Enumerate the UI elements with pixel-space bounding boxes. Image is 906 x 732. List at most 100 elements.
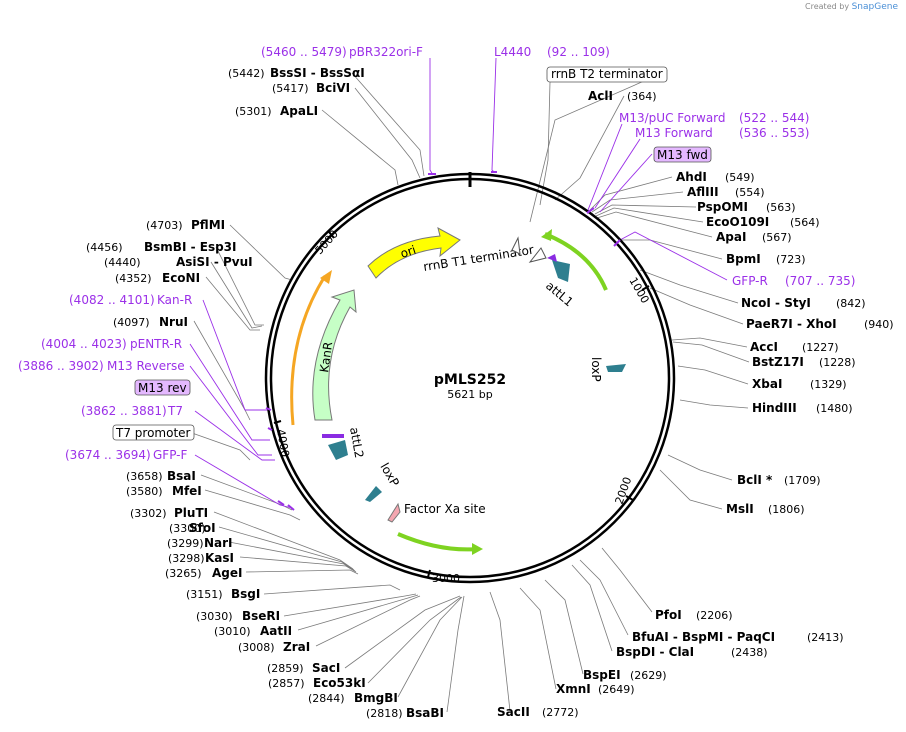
sites-left-group: (3265)AgeI(3298)KasI(3299)NarI(3300)SfoI… [86, 66, 365, 580]
primer-l4440-pos: (92 .. 109) [547, 45, 610, 59]
site-name: HindIII [752, 401, 797, 415]
site-name: BclI * [737, 473, 773, 487]
kanr-label: KanR [317, 341, 335, 374]
site-position: (2772) [542, 706, 579, 719]
restriction-site-left-1: (3298)KasI [168, 551, 234, 565]
restriction-site-bottom-2: BspDI - ClaI(2438) [616, 645, 768, 659]
restriction-site-left-2: (3299)NarI [167, 536, 233, 550]
site-position: (4440) [104, 256, 141, 269]
site-position: (3265) [165, 567, 202, 580]
site-position: (4703) [146, 219, 183, 232]
site-position: (3030) [196, 610, 233, 623]
tick-label-5000: 5000 [313, 228, 341, 258]
site-name: KasI [205, 551, 234, 565]
attl1-label: attL1 [543, 279, 576, 310]
site-position: (4456) [86, 241, 123, 254]
m13-fwd-box-label: M13 fwd [657, 148, 708, 162]
site-name: BseRI [242, 609, 280, 623]
restriction-site-right-0: AclI(364) [588, 89, 657, 103]
restriction-site-left-4: (3302)PluTI [130, 506, 208, 520]
site-position: (1227) [802, 341, 839, 354]
factor-xa-label: Factor Xa site [404, 502, 486, 516]
snapgene-credit: Created by SnapGene [805, 2, 898, 12]
leader-lines [191, 72, 750, 713]
site-position: (3298) [168, 552, 205, 565]
restriction-site-right-13: BclI *(1709) [737, 473, 821, 487]
primer-pentr-r-pos: (4004 .. 4023) [41, 337, 127, 351]
site-name: BsgI [231, 587, 260, 601]
restriction-site-left-3: (3300)SfoI [169, 521, 216, 535]
site-name: BfuAI - BspMI - PaqCI [632, 630, 775, 644]
snapgene-brand: SnapGene [851, 2, 898, 12]
site-position: (2844) [308, 692, 345, 705]
site-position: (2206) [696, 609, 733, 622]
restriction-site-left-12: (5301)ApaLI [235, 104, 318, 118]
restriction-site-bottom-left-7: (2844)BmgBI [308, 691, 398, 705]
site-name: BpmI [726, 252, 761, 266]
primer-gfp-r-pos: (707 .. 735) [785, 274, 855, 288]
primer-kan-r-pos: (4082 .. 4101) [69, 293, 155, 307]
restriction-site-right-5: ApaI(567) [716, 230, 792, 244]
restriction-site-bottom-left-12: (3030) BseRI [196, 609, 280, 623]
site-position: (5442) [228, 67, 265, 80]
site-position: (2629) [630, 669, 667, 682]
site-name: PaeR7I - XhoI [746, 317, 837, 331]
site-name: SacI [312, 661, 340, 675]
rrnb-t2-box [546, 66, 668, 83]
loxp-left-feature [365, 486, 382, 502]
ori-feature [367, 227, 461, 279]
restriction-site-left-14: (5442) BssSI - BssSαI [228, 66, 365, 80]
primer-gfp-r-name: GFP-R [732, 274, 768, 288]
site-position: (3658) [126, 470, 163, 483]
site-position: (842) [836, 297, 866, 310]
restriction-site-bottom-0: PfoI(2206) [655, 608, 733, 622]
site-name: BsaI [167, 469, 196, 483]
site-name: MfeI [172, 484, 202, 498]
tick-label-4000: 4000 [274, 428, 292, 458]
site-name: NcoI - StyI [741, 296, 811, 310]
site-name: NruI [159, 315, 188, 329]
sites-right-group: AclI(364)AhdI(549)AflIII(554)PspOMI(563)… [588, 89, 894, 516]
primer-pentr-r-name: pENTR-R [130, 337, 182, 351]
site-name: BspDI - ClaI [616, 645, 694, 659]
site-position: (3010) [214, 625, 251, 638]
site-name: BciVI [316, 81, 350, 95]
restriction-site-left-8: (4352)EcoNI [115, 271, 200, 285]
site-position: (3299) [167, 537, 204, 550]
primer-m13-rev-pos: (3886 .. 3902) [18, 359, 104, 373]
m13-fwd-box [653, 146, 712, 163]
primer-t7-pos: (3862 .. 3881) [81, 404, 167, 418]
rrnb-t2-arrow [528, 247, 547, 263]
site-position: (2413) [807, 631, 844, 644]
restriction-site-left-9: (4440) AsiSI - PvuI [104, 255, 253, 269]
site-name: BssSI - BssSαI [270, 66, 365, 80]
rrnb-t1-arrow [511, 236, 521, 255]
site-name: SacII [497, 705, 530, 719]
site-position: (5301) [235, 105, 272, 118]
site-name: SfoI [189, 521, 216, 535]
restriction-site-bottom-left-13: (3151)BsgI [186, 587, 260, 601]
origin-arc-arrowhead [320, 270, 332, 284]
primer-pbr322-pos: (5460 .. 5479) [261, 45, 347, 59]
restriction-site-left-7: (4097)NruI [113, 315, 188, 329]
site-name: AccI [750, 340, 778, 354]
site-name: NarI [204, 536, 233, 550]
restriction-site-right-3: PspOMI(563) [697, 200, 796, 214]
site-name: MslI [726, 502, 754, 516]
loxp-right-feature [606, 364, 626, 372]
site-name: AsiSI - PvuI [176, 255, 253, 269]
plasmid-length: 5621 bp [447, 388, 492, 401]
site-position: (1480) [816, 402, 853, 415]
primer-m13-fwd-pos: (536 .. 553) [739, 126, 809, 140]
factor-xa-feature [387, 502, 401, 523]
site-name: PflMI [191, 218, 225, 232]
primer-puc-fwd-pos: (522 .. 544) [739, 111, 809, 125]
site-name: Eco53kI [313, 676, 366, 690]
site-position: (2818) [366, 707, 403, 720]
site-position: (564) [790, 216, 820, 229]
primer-kan-r-name: Kan-R [157, 293, 192, 307]
primer-pbr322-name: pBR322ori-F [349, 45, 423, 59]
restriction-site-bottom-4: XmnI(2649) [556, 682, 635, 696]
rrnb-t2-box-label: rrnB T2 terminator [551, 67, 663, 81]
attl2-marker [322, 434, 344, 438]
